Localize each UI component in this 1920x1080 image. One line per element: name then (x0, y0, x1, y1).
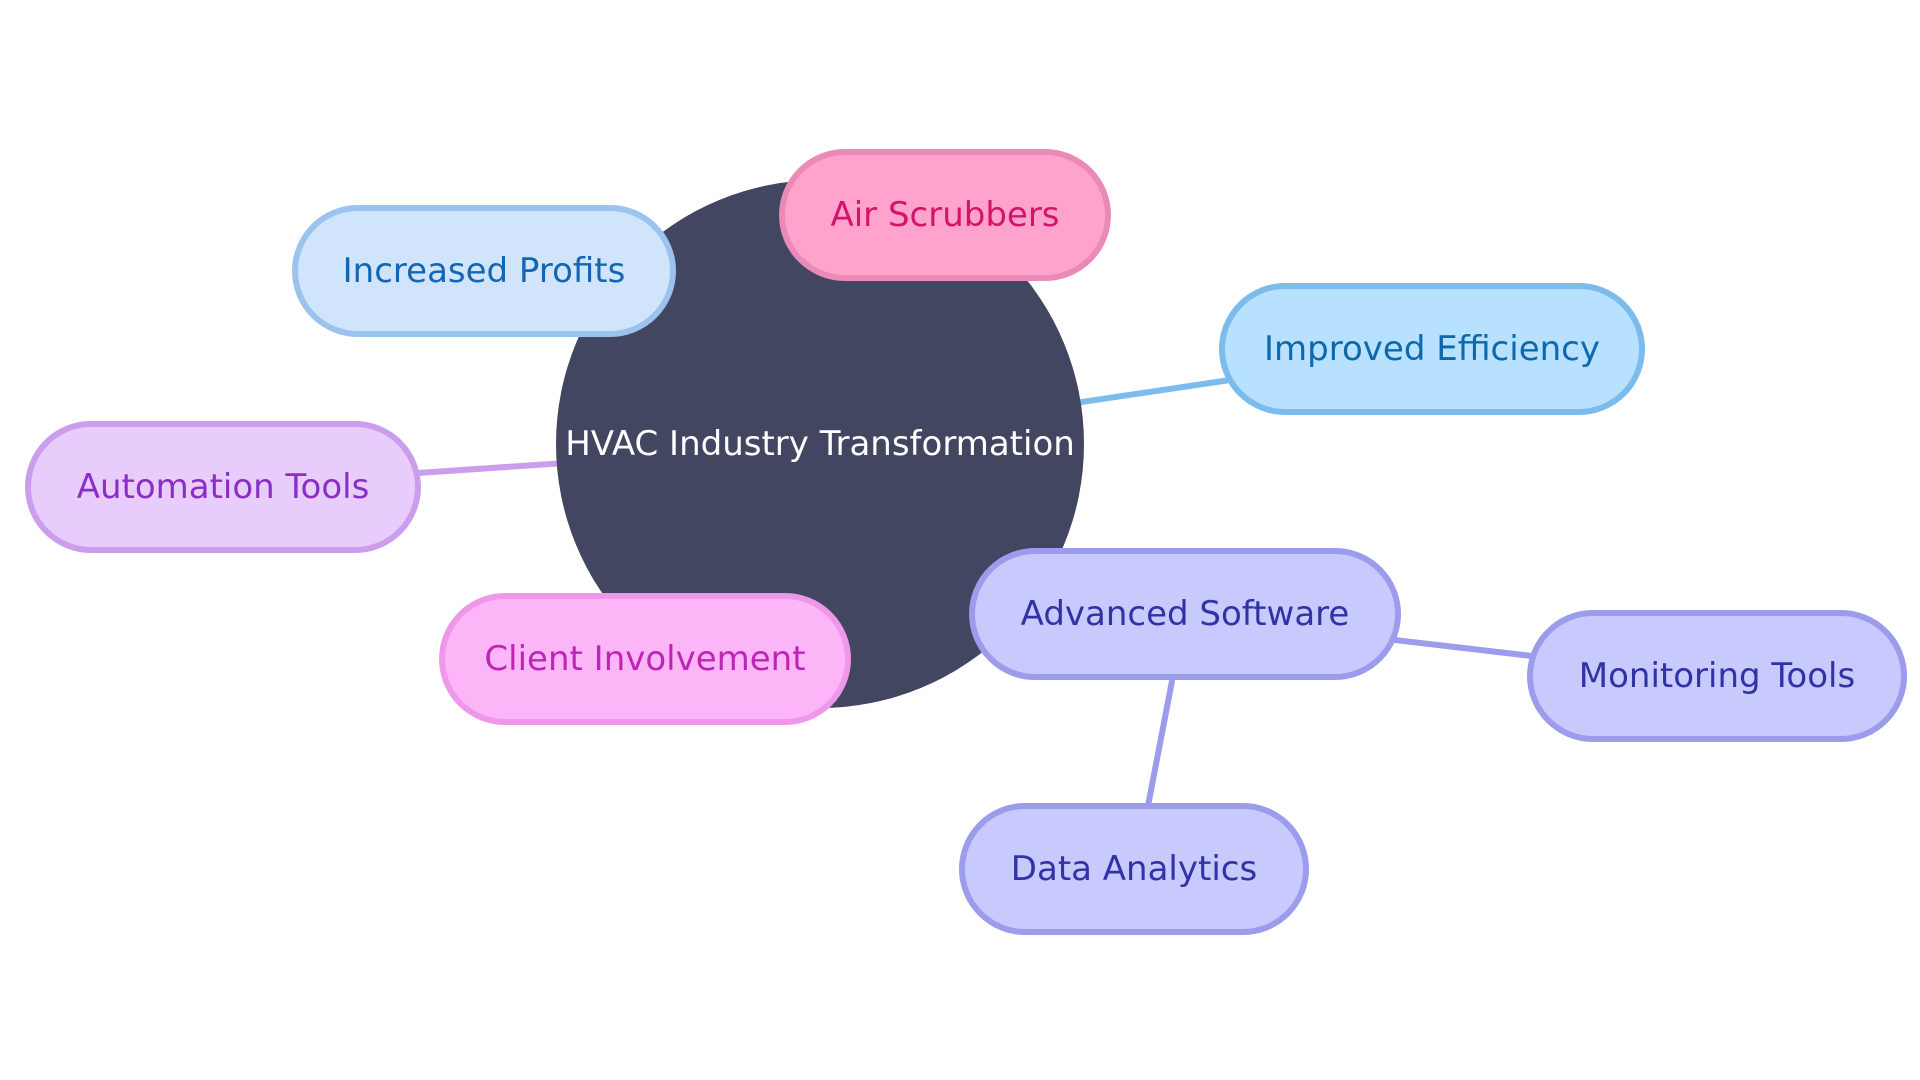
node-improved-efficiency-shape (1219, 283, 1645, 415)
root-node[interactable]: HVAC Industry Transformation (556, 180, 1084, 708)
edge-advanced-software-data-analytics (1145, 678, 1175, 809)
node-client-involvement-label: Client Involvement (484, 639, 805, 679)
node-improved-efficiency-label: Improved Efficiency (1264, 329, 1600, 369)
node-advanced-software-shape (969, 548, 1401, 680)
node-air-scrubbers-shape (779, 149, 1111, 281)
node-data-analytics-shape (959, 803, 1309, 935)
node-client-involvement-shape (439, 593, 851, 725)
node-increased-profits-label: Increased Profits (343, 251, 626, 291)
node-client-involvement[interactable]: Client Involvement (439, 593, 851, 725)
node-data-analytics[interactable]: Data Analytics (959, 803, 1309, 935)
node-automation-tools[interactable]: Automation Tools (25, 421, 421, 553)
node-increased-profits-shape (292, 205, 676, 337)
node-advanced-software[interactable]: Advanced Software (969, 548, 1401, 680)
node-air-scrubbers-label: Air Scrubbers (830, 195, 1059, 235)
node-data-analytics-label: Data Analytics (1011, 849, 1257, 889)
node-monitoring-tools[interactable]: Monitoring Tools (1527, 610, 1907, 742)
node-automation-tools-shape (25, 421, 421, 553)
node-monitoring-tools-label: Monitoring Tools (1579, 656, 1855, 696)
node-advanced-software-label: Advanced Software (1021, 594, 1350, 634)
root-node-label: HVAC Industry Transformation (565, 424, 1075, 464)
root-node-circle (556, 180, 1084, 708)
edge-advanced-software-monitoring-tools (1392, 637, 1535, 659)
node-improved-efficiency[interactable]: Improved Efficiency (1219, 283, 1645, 415)
node-increased-profits[interactable]: Increased Profits (292, 205, 676, 337)
node-air-scrubbers[interactable]: Air Scrubbers (779, 149, 1111, 281)
edge-root-improved-efficiency (1072, 377, 1233, 406)
node-monitoring-tools-shape (1527, 610, 1907, 742)
node-automation-tools-label: Automation Tools (77, 467, 370, 507)
edge-root-automation-tools (415, 460, 568, 476)
